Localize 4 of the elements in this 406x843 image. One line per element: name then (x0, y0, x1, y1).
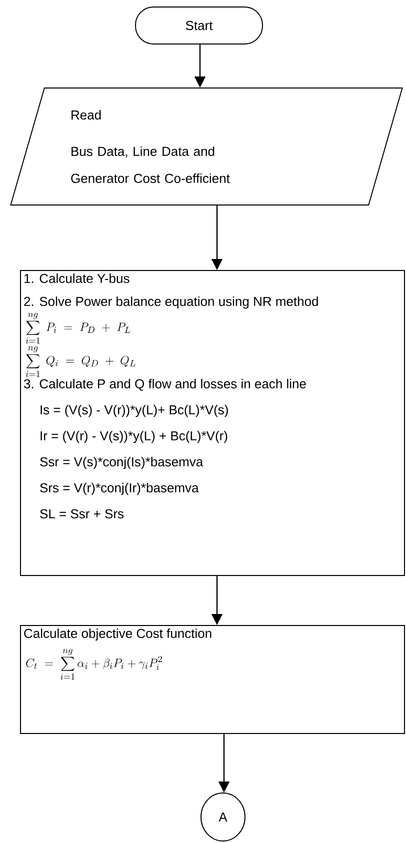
process-box: Calculate objective Cost function $C_{t} \;=\; \sum_{i=1}^{ng} \alpha_{i} + \beta_{i} P_{i} + \gamma_{i} P_{i}^{2}$ (20, 625, 405, 734)
input-parallelogram: Read Bus Data, Line Data and Generator Cost Co-efficient (10, 88, 403, 206)
process-box: 1. Calculate Y-bus 2. Solve Power balance equation using NR method $\sum_{i=1}^{ng} \; P_{i} \;=\; P_{D} \;+\; P_{L}$ $\sum_{i=1}^{ng} \; Q_{i} \;=\; Q_{D} \;+\; Q_{L}$ 3. Calculate P and Q flow and losses in each line Is = (V(s) - V(r))*y(L)+ Bc(L)*V(s) Ir = (V(r) - V(s))*y(L) + Bc(L)*V(r) Ssr = V(s)*conj(Is)*basemva Srs = V(r)*conj(Ir)*basemva SL = Ssr + Srs (20, 270, 405, 576)
start-terminal: Start (135, 6, 263, 44)
